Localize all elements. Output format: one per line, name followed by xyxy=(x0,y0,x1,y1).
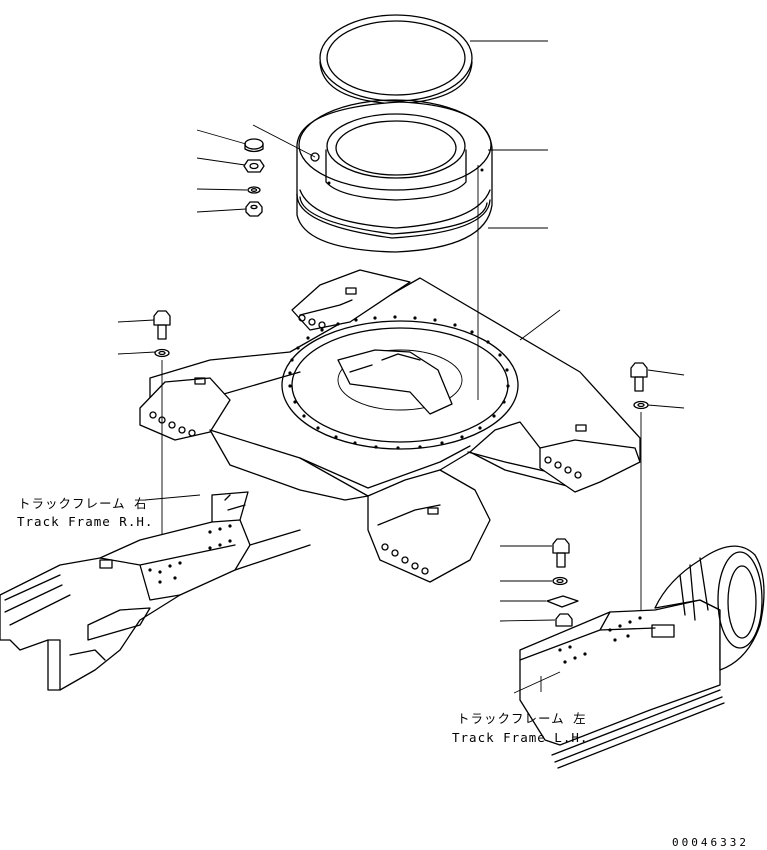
center-frame xyxy=(139,165,641,583)
fastener-stack-left xyxy=(243,138,265,217)
track-frame-lh-label-jp: トラックフレーム 左 xyxy=(457,711,587,726)
drawing-number: 00046332 xyxy=(672,836,749,849)
bolt-circle-holes xyxy=(288,315,510,450)
rh-frame-holes xyxy=(148,524,232,584)
track-frame-rh-label-jp: トラックフレーム 右 xyxy=(18,496,148,511)
track-frame-rh xyxy=(0,491,311,691)
leader-lines xyxy=(117,40,685,694)
track-frame-lh-label-en: Track Frame L.H. xyxy=(452,730,588,745)
track-frame-lh xyxy=(519,545,765,769)
track-frame-rh-label-en: Track Frame R.H. xyxy=(17,514,153,529)
shim-ring xyxy=(296,193,491,239)
bolt-left xyxy=(153,310,171,555)
seal-ring xyxy=(319,14,473,105)
swing-circle-housing xyxy=(296,99,493,253)
bolt-lower xyxy=(546,538,579,627)
lh-frame-holes xyxy=(558,616,642,664)
bolt-right xyxy=(630,362,649,612)
